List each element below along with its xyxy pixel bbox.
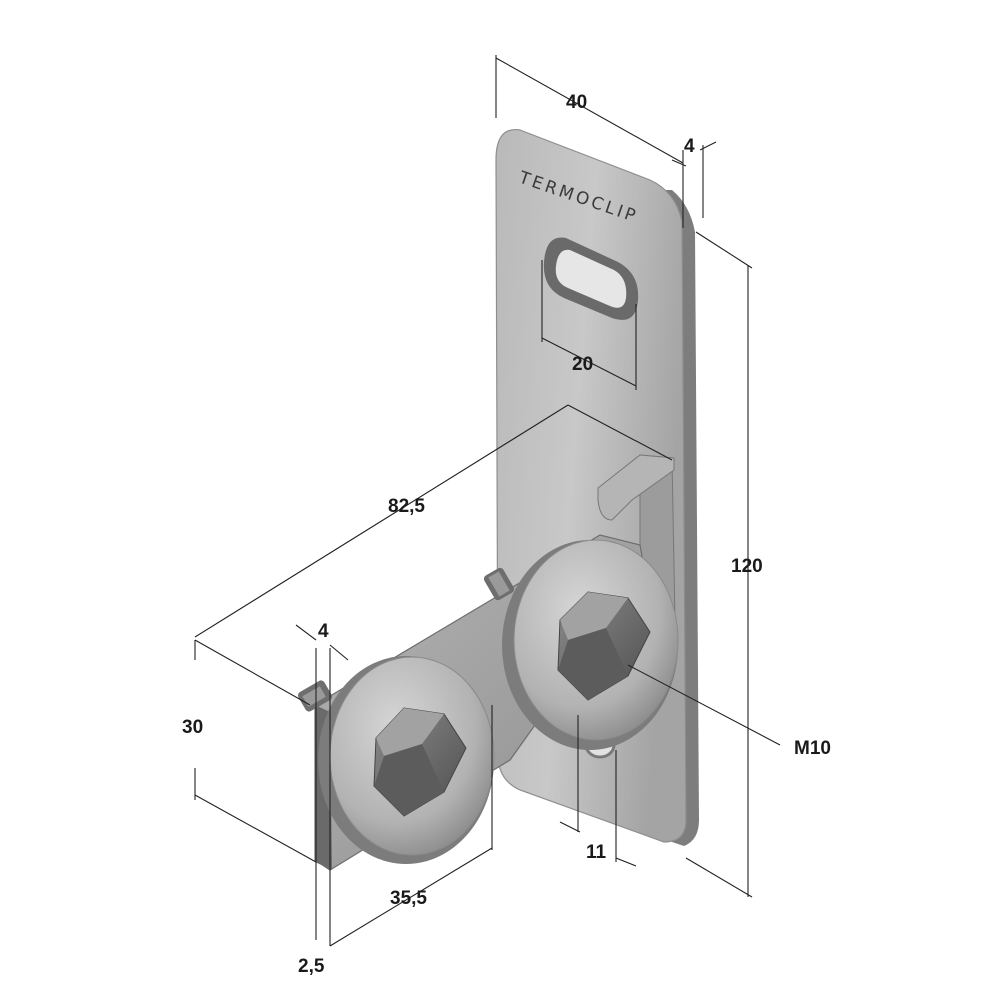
dim-height-total: 120: [731, 556, 763, 577]
dim-arm-length: 82,5: [388, 496, 425, 517]
dimension-labels: 40 4 20 120 82,5 4 30 35,5 2,5 11 M10: [182, 92, 831, 977]
dim-thread-spec: M10: [794, 738, 831, 759]
threaded-stud-rear: [483, 567, 515, 601]
hex-nut-right: [557, 591, 651, 701]
dim-edge-offset: 2,5: [298, 956, 325, 977]
dim-width-top: 40: [566, 92, 587, 113]
threaded-stud-front: [297, 680, 333, 712]
hex-nut-left: [373, 707, 467, 817]
dim-thickness-top: 4: [684, 136, 695, 157]
dim-arm-height: 30: [182, 717, 203, 738]
dim-slot-offset: 11: [586, 842, 607, 863]
dimension-lines: [194, 55, 781, 947]
dim-arm-thickness: 4: [318, 621, 329, 642]
slot-inner: [555, 249, 627, 308]
dim-bolt-spacing: 35,5: [390, 888, 427, 909]
dim-slot-width: 20: [572, 354, 593, 375]
